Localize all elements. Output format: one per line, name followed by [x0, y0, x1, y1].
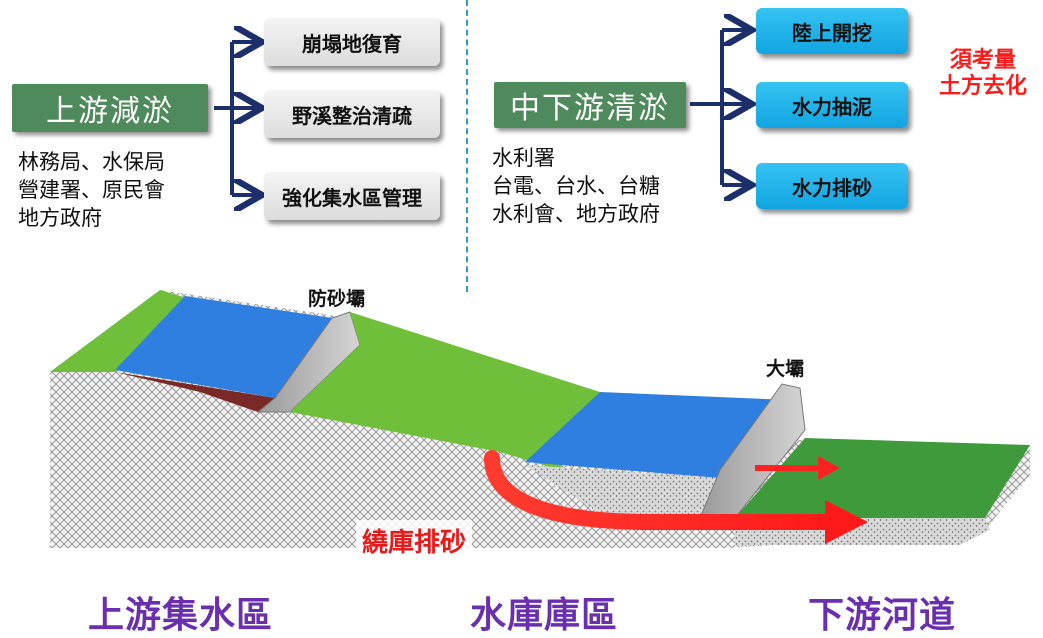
- trapped-sediment: [115, 372, 275, 412]
- check-dam-pool: [115, 296, 332, 398]
- upstream-action-collapse-restoration: 崩塌地復育: [264, 18, 440, 66]
- main-dam-label: 大壩: [766, 358, 805, 380]
- upstream-grass: [50, 290, 200, 372]
- upstream-agency-line: 林務局、水保局: [18, 150, 165, 174]
- sediment-bypass-label: 繞庫排砂: [356, 520, 473, 561]
- sediment-bypass-arrow: [484, 450, 868, 544]
- midstream-agency-line: 水利會、地方政府: [492, 202, 660, 226]
- spoil-disposal-note: 須考量 土方去化: [928, 48, 1038, 100]
- midstream-agency-line: 水利署: [492, 146, 555, 170]
- upstream-action-watershed-management: 強化集水區管理: [264, 172, 440, 220]
- section-divider: [466, 0, 468, 292]
- downstream-grass: [735, 438, 1030, 518]
- midstream-action-hydraulic-suction: 水力抽泥: [756, 82, 908, 128]
- reservoir-water: [525, 392, 790, 478]
- reservoir-slope-grass: [290, 312, 600, 470]
- upstream-title: 上游減淤: [12, 84, 208, 132]
- region-downstream-river: 下游河道: [808, 595, 957, 636]
- downstream-flow-arrow: [755, 456, 840, 480]
- upstream-agency-line: 地方政府: [18, 206, 102, 230]
- midstream-agency-line: 台電、台水、台糖: [492, 174, 660, 198]
- reservoir-sediment: [525, 465, 720, 520]
- upstream-action-stream-dredging: 野溪整治清疏: [264, 90, 440, 138]
- flow-arrows: [214, 0, 1043, 260]
- midstream-action-hydraulic-flushing: 水力排砂: [756, 163, 908, 209]
- note-line: 須考量: [949, 48, 1016, 73]
- upstream-agency-line: 營建署、原民會: [18, 178, 165, 202]
- region-reservoir-area: 水庫庫區: [470, 595, 619, 636]
- check-dam-label: 防砂壩: [308, 288, 366, 310]
- note-line: 土方去化: [938, 74, 1027, 99]
- region-upstream-watershed: 上游集水區: [88, 595, 274, 636]
- midstream-action-land-excavation: 陸上開挖: [756, 8, 908, 54]
- midstream-title: 中下游清淤: [494, 82, 686, 128]
- midstream-agencies: 水利署 台電、台水、台糖 水利會、地方政府: [492, 144, 660, 228]
- upstream-agencies: 林務局、水保局 營建署、原民會 地方政府: [18, 148, 165, 232]
